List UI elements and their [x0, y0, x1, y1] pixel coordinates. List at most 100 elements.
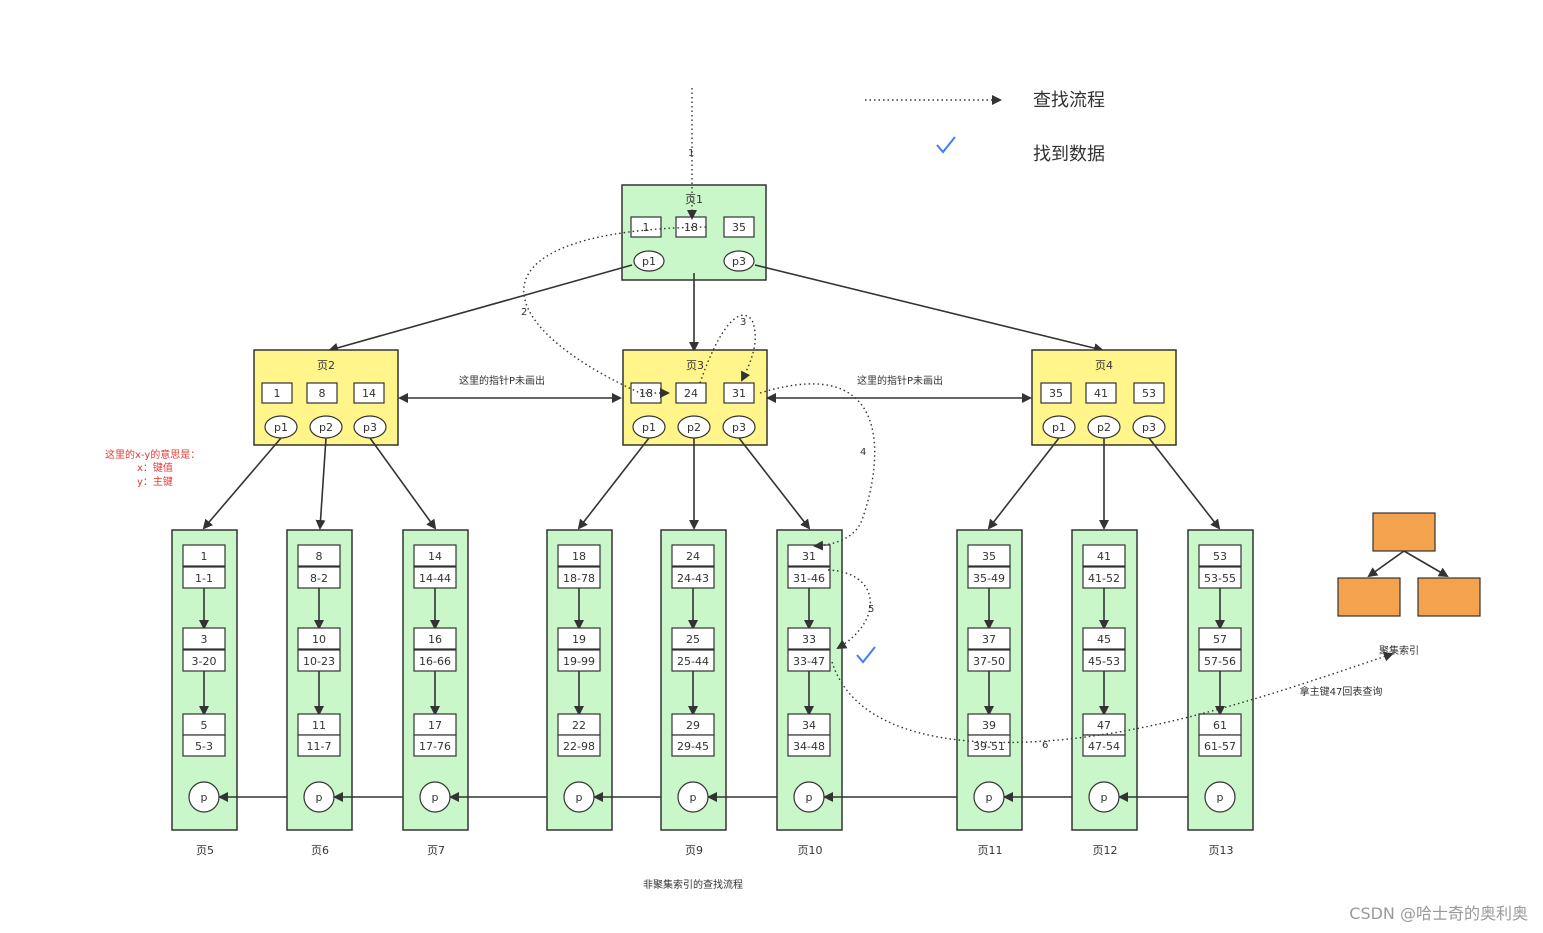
pointer-label: p3: [1142, 421, 1156, 434]
key-value: 47: [1097, 719, 1111, 732]
leaf-pointer-label: p: [806, 791, 813, 804]
legend-found-data: 找到数据: [1033, 144, 1105, 165]
key-value: 41: [1094, 387, 1108, 400]
key-value: 10: [312, 633, 326, 646]
root-key: 1: [643, 221, 650, 234]
arrow: [577, 437, 650, 530]
entry-value: 19-99: [563, 655, 595, 668]
key-cell: [967, 627, 1011, 650]
pointer-label: p1: [1052, 421, 1066, 434]
legend: 查找流程 找到数据: [865, 90, 1105, 165]
arrow: [315, 437, 327, 530]
key-value: 24: [686, 550, 700, 563]
entry-cell: [671, 734, 715, 757]
xy-note: 这里的x-y的意思是： x：键值 y：主键: [105, 448, 200, 488]
legend-check-icon: [936, 136, 956, 154]
key-value: 8: [319, 387, 326, 400]
root-key: 35: [732, 221, 746, 234]
entry-value: 34-48: [793, 740, 825, 753]
entry-value: 8-2: [310, 572, 328, 585]
key-cell: [297, 627, 341, 650]
key-value: 14: [362, 387, 376, 400]
key-cell: [413, 544, 457, 567]
pointer-label: p3: [363, 421, 377, 434]
key-value: 39: [982, 719, 996, 732]
key-value: 1: [201, 550, 208, 563]
entry-value: 24-43: [677, 572, 709, 585]
key-cell: [671, 544, 715, 567]
cluster-index-icon: 聚集索引 拿主键47回表查询: [1300, 512, 1481, 698]
entry-value: 17-76: [419, 740, 451, 753]
entry-value: 53-55: [1204, 572, 1236, 585]
leaf-pages: 11-133-2055-3p页588-21010-231111-7p页61414…: [171, 529, 1254, 857]
key-value: 25: [686, 633, 700, 646]
key-cell: [1082, 627, 1126, 650]
cluster-node: [1337, 577, 1401, 617]
key-cell: [1133, 382, 1165, 404]
key-cell: [182, 544, 226, 567]
leaf-page-title: 页6: [311, 844, 329, 857]
pointer-label: p1: [274, 421, 288, 434]
leaf-page-title: 页12: [1093, 844, 1118, 857]
entry-value: 18-78: [563, 572, 595, 585]
xy-note-line: y：主键: [137, 475, 173, 488]
entry-cell: [967, 734, 1011, 757]
watermark: CSDN @哈士奇的奥利奥: [1349, 904, 1528, 923]
key-value: 31: [732, 387, 746, 400]
internal-page-title: 页2: [317, 359, 335, 372]
key-cell: [306, 382, 338, 404]
key-value: 8: [316, 550, 323, 563]
leaf-pointer-label: p: [690, 791, 697, 804]
entry-cell: [1198, 734, 1242, 757]
key-cell: [787, 627, 831, 650]
root-page-title: 页1: [685, 193, 703, 206]
entry-value: 39-51: [973, 740, 1005, 753]
leaf-pointer-label: p: [1101, 791, 1108, 804]
key-cell: [1198, 627, 1242, 650]
step-label: 6: [1042, 740, 1048, 751]
key-value: 18: [572, 550, 586, 563]
entry-value: 45-53: [1088, 655, 1120, 668]
search-flow: 1 2 3 4 5 6: [521, 88, 1394, 751]
entry-cell: [557, 734, 601, 757]
pointer-label: p3: [732, 421, 746, 434]
key-cell: [1198, 544, 1242, 567]
key-value: 33: [802, 633, 816, 646]
leaf-pointer-label: p: [316, 791, 323, 804]
leaf-pointer-label: p: [432, 791, 439, 804]
key-cell: [413, 627, 457, 650]
step-label: 2: [521, 307, 527, 318]
key-value: 57: [1213, 633, 1227, 646]
entry-cell: [297, 734, 341, 757]
key-cell: [723, 382, 755, 404]
legend-search-flow: 查找流程: [1033, 90, 1105, 111]
key-value: 14: [428, 550, 442, 563]
entry-value: 47-54: [1088, 740, 1120, 753]
entry-value: 41-52: [1088, 572, 1120, 585]
key-value: 19: [572, 633, 586, 646]
step-label: 5: [868, 604, 874, 615]
step-label: 4: [860, 447, 866, 458]
key-value: 5: [201, 719, 208, 732]
leaf-page-title: 页5: [196, 844, 214, 857]
key-cell: [557, 627, 601, 650]
key-cell: [297, 544, 341, 567]
arrow: [1148, 437, 1221, 530]
arrow: [202, 437, 282, 530]
root-page: 页1 1 18 35 p1 p3: [621, 184, 767, 281]
entry-cell: [787, 734, 831, 757]
entry-value: 25-44: [677, 655, 709, 668]
key-cell: [261, 382, 293, 404]
entry-value: 16-66: [419, 655, 451, 668]
arrow: [754, 264, 1104, 353]
